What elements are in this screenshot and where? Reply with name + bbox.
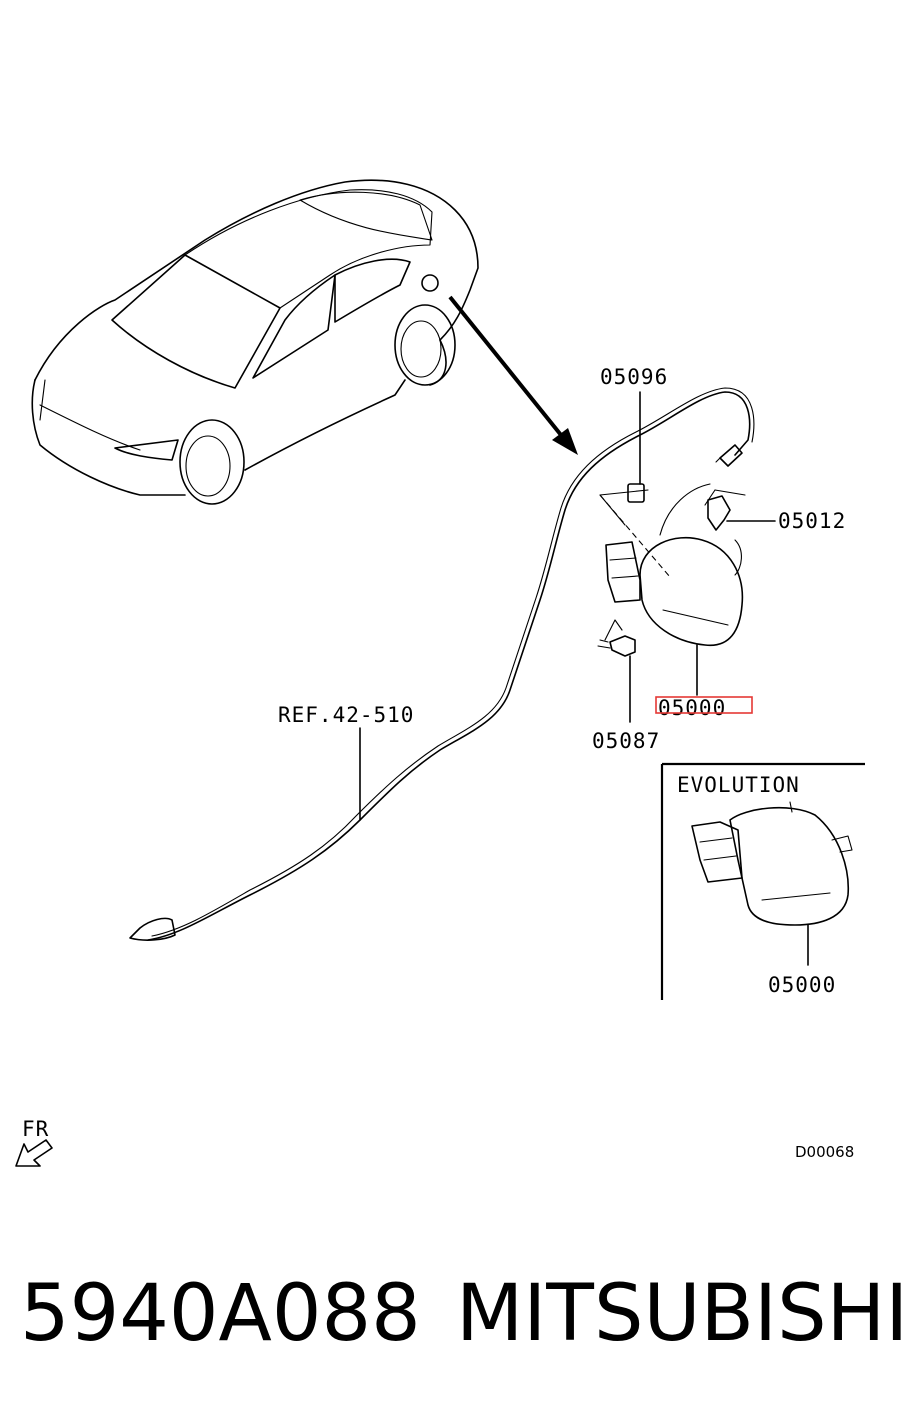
- callout-05012: 05012: [778, 509, 846, 533]
- inset-title: EVOLUTION: [677, 773, 800, 797]
- callout-05087: 05087: [592, 729, 660, 753]
- car-illustration: [31, 179, 479, 505]
- highlight-box: [655, 696, 753, 714]
- front-direction-arrow: [15, 1139, 53, 1167]
- detail-arrow: [448, 295, 578, 455]
- part-number: 5940A088: [20, 1269, 421, 1359]
- drawing-code: D00068: [795, 1143, 854, 1161]
- callout-ref: REF.42-510: [278, 703, 414, 727]
- brand-name: MITSUBISHI: [456, 1269, 908, 1359]
- callout-05096: 05096: [600, 365, 668, 389]
- callout-05000-evo: 05000: [768, 973, 836, 997]
- fuel-door-assembly: [359, 391, 776, 821]
- evolution-inset: [660, 762, 865, 1000]
- direction-label: FR: [22, 1117, 49, 1141]
- release-cable: [129, 387, 755, 941]
- callout-05000-main: 05000: [658, 696, 726, 720]
